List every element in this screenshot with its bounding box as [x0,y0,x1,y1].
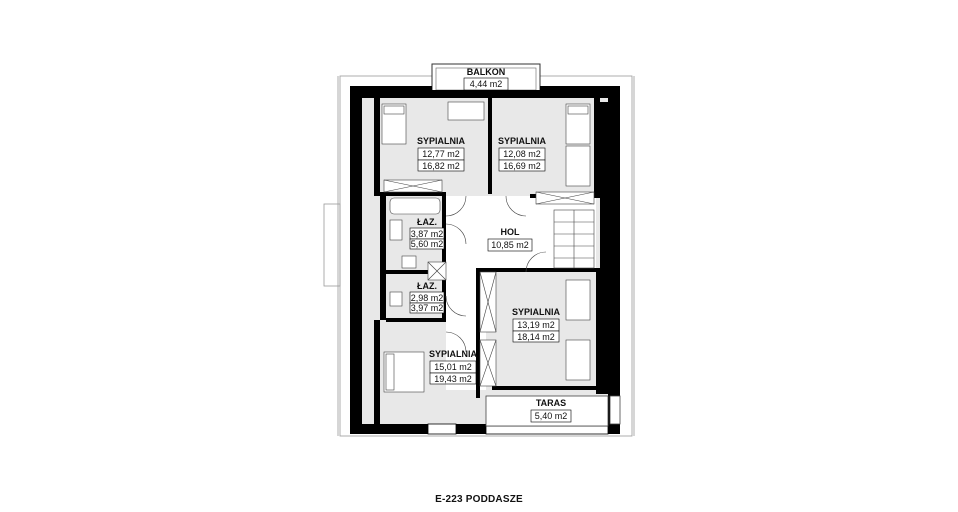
svg-text:ŁAZ.: ŁAZ. [417,217,437,227]
lazienka1-label: ŁAZ. 3,87 m2 5,60 m2 [409,217,445,250]
sypialnia1-label: SYPIALNIA 12,77 m2 16,82 m2 [417,136,466,172]
sypialnia3-label: SYPIALNIA 13,19 m2 18,14 m2 [512,307,561,343]
doors [445,195,547,353]
svg-text:SYPIALNIA: SYPIALNIA [429,349,478,359]
plan-caption: E-223 PODDASZE [435,494,523,505]
bed-icon [565,145,591,187]
svg-text:13,19 m2: 13,19 m2 [517,320,555,330]
svg-text:16,69 m2: 16,69 m2 [503,161,541,171]
svg-text:16,82 m2: 16,82 m2 [422,161,460,171]
svg-text:12,08 m2: 12,08 m2 [503,149,541,159]
interior-walls [374,98,608,424]
svg-text:BALKON: BALKON [467,67,506,77]
hol-label: HOL 10,85 m2 [487,227,533,252]
furniture [381,101,595,393]
lazienka2-label: ŁAZ. 2,98 m2 3,97 m2 [409,281,445,314]
toilet-icon [401,255,417,269]
bathtub-icon [389,197,441,215]
svg-text:18,14 m2: 18,14 m2 [517,332,555,342]
svg-text:SYPIALNIA: SYPIALNIA [498,136,547,146]
svg-text:5,60 m2: 5,60 m2 [411,239,444,249]
svg-text:3,97 m2: 3,97 m2 [411,303,444,313]
taras-label: TARAS 5,40 m2 [530,398,572,423]
svg-text:3,87 m2: 3,87 m2 [411,229,444,239]
sink-icon [389,291,403,307]
svg-text:15,01 m2: 15,01 m2 [434,362,472,372]
svg-text:ŁAZ.: ŁAZ. [417,281,437,291]
desk-icon [447,101,485,121]
svg-text:2,98 m2: 2,98 m2 [411,293,444,303]
sypialnia4-label: SYPIALNIA 15,01 m2 19,43 m2 [429,349,478,385]
svg-text:SYPIALNIA: SYPIALNIA [417,136,466,146]
svg-text:SYPIALNIA: SYPIALNIA [512,307,561,317]
sypialnia2-label: SYPIALNIA 12,08 m2 16,69 m2 [498,136,547,172]
svg-text:12,77 m2: 12,77 m2 [422,149,460,159]
bed-icon [565,279,591,321]
bed-icon [565,339,591,381]
svg-text:TARAS: TARAS [536,398,566,408]
svg-text:4,44 m2: 4,44 m2 [470,79,503,89]
svg-text:5,40 m2: 5,40 m2 [535,411,568,421]
svg-text:HOL: HOL [501,227,521,237]
svg-text:10,85 m2: 10,85 m2 [491,240,529,250]
sink-icon [389,219,403,241]
balkon-label: BALKON 4,44 m2 [463,67,509,91]
svg-text:19,43 m2: 19,43 m2 [434,374,472,384]
